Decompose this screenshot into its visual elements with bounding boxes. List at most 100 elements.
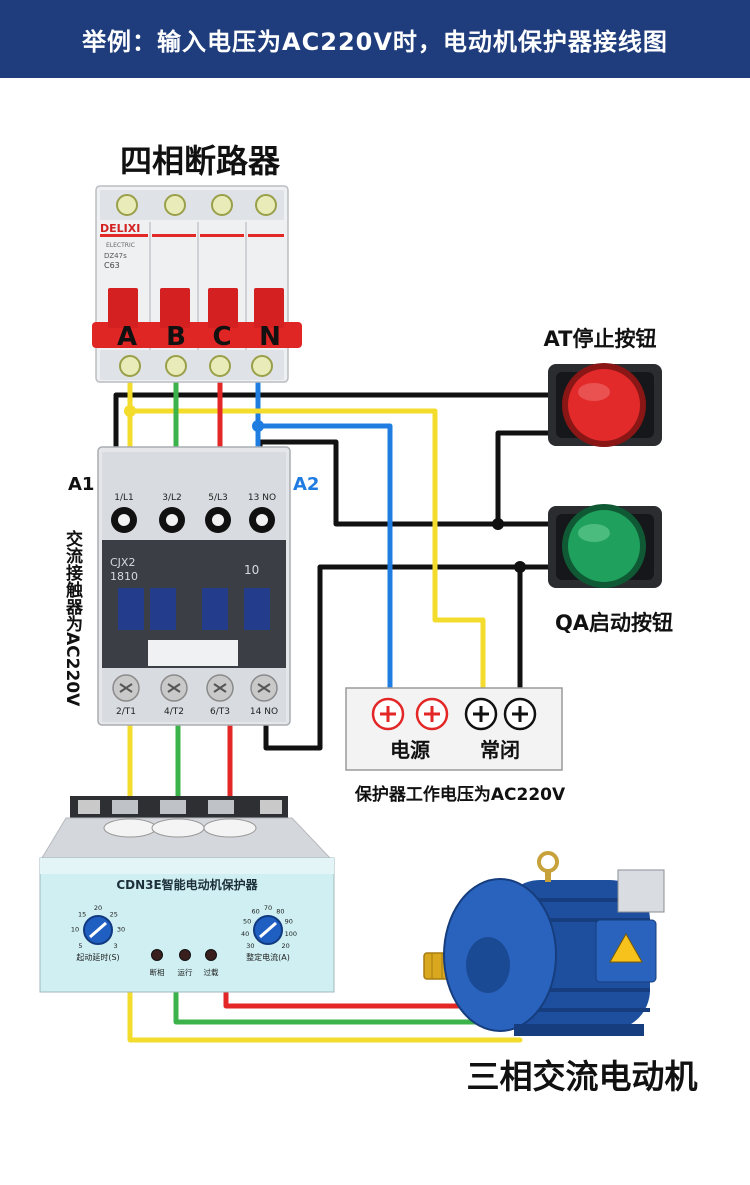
top-terminal-label: 13 NO: [248, 493, 276, 503]
dial-tick-label: 40: [241, 930, 249, 938]
coil-a2-label: A2: [293, 474, 319, 495]
status-led-label: 运行: [178, 967, 193, 977]
terminal-screw-head: [256, 514, 268, 526]
start-delay-label: 起动延时(S): [76, 952, 119, 962]
terminal-screw-head: [166, 514, 178, 526]
breaker-model: DZ47s: [104, 252, 127, 260]
status-led: [205, 949, 217, 961]
protector-title: CDN3E智能电动机保护器: [116, 877, 258, 892]
page-title: 举例：输入电压为AC220V时，电动机保护器接线图: [82, 27, 668, 56]
breaker-title: 四相断路器: [120, 142, 281, 180]
dial-tick-label: 100: [285, 930, 297, 938]
motor-eyebolt: [537, 851, 559, 873]
dial-tick-label: 80: [276, 908, 284, 916]
motor-label: 三相交流电动机: [467, 1057, 698, 1096]
breaker-rating: C63: [104, 261, 120, 270]
power-terminal-label: 电源: [390, 738, 430, 762]
current-setting-label: 整定电流(A): [246, 952, 290, 962]
wire-black-14no-seal: [263, 564, 523, 751]
contactor-vertical-text: 交流接触器为AC220V: [62, 529, 84, 707]
bottom-terminal-label: 4/T2: [164, 707, 184, 717]
junction-dot: [492, 518, 504, 530]
stop-button[interactable]: AT停止按钮: [544, 327, 662, 447]
terminal-screw-head: [118, 514, 130, 526]
three-phase-motor: 三相交流电动机: [423, 851, 698, 1096]
dial-tick-label: 15: [78, 910, 86, 918]
dial-tick-label: 20: [94, 904, 102, 912]
wire-yellow-a-power: [127, 408, 486, 693]
nc-terminal-label: 常闭: [480, 738, 520, 762]
junction-dot: [124, 405, 136, 417]
terminal-screw-head: [212, 514, 224, 526]
dial-tick-label: 50: [243, 917, 251, 925]
status-led-label: 断相: [150, 967, 165, 977]
terminal-screw-slot: [119, 683, 133, 693]
status-led: [179, 949, 191, 961]
phase-label-b: B: [166, 322, 186, 352]
wire-blue-n-power: [255, 423, 393, 693]
wire-red-protector-motor: [223, 987, 523, 1009]
bottom-terminal-label: 14 NO: [250, 707, 278, 717]
dial-tick-label: 90: [285, 917, 293, 925]
terminal-screw-slot: [213, 683, 227, 693]
terminal-screw-slot: [167, 683, 181, 693]
bottom-terminal-label: 2/T1: [116, 707, 136, 717]
status-led: [151, 949, 163, 961]
start-button[interactable]: QA启动按钮: [548, 504, 673, 635]
top-terminal-label: 3/L2: [162, 493, 182, 503]
bottom-terminal-label: 6/T3: [210, 707, 230, 717]
terminal-plus-1: [371, 697, 405, 731]
dial-tick-label: 5: [78, 942, 82, 950]
protector-leds: 断相 运行 过载: [150, 949, 219, 977]
junction-dot: [252, 420, 264, 432]
breaker-brand: DELIXI: [100, 222, 140, 235]
breaker-lever-band: [92, 322, 302, 348]
motor-nameplate: [617, 869, 665, 913]
dial-tick-label: 30: [246, 942, 254, 950]
stop-button-label: AT停止按钮: [544, 327, 657, 351]
top-terminal-label: 1/L1: [114, 493, 134, 503]
start-button-cap: [568, 510, 640, 582]
stop-button-cap: [568, 369, 640, 441]
dial-tick-label: 70: [264, 904, 272, 912]
contactor-model-number: 1810: [110, 570, 138, 583]
motor-feet: [514, 1024, 644, 1036]
junction-dot: [514, 561, 526, 573]
phase-label-c: C: [212, 322, 231, 352]
dial-tick-label: 20: [281, 942, 289, 950]
contactor-bottom-terminals: 2/T1 4/T2 6/T3 14 NO: [112, 674, 278, 717]
dial-tick-label: 25: [110, 910, 118, 918]
phase-label-a: A: [117, 322, 137, 352]
dial-tick-label: 30: [117, 926, 125, 934]
status-led-label: 过载: [204, 967, 219, 977]
header-bar: 举例：输入电压为AC220V时，电动机保护器接线图: [0, 0, 750, 78]
breaker-top-screws: [100, 190, 284, 220]
terminal-plus-2: [415, 697, 449, 731]
terminal-screw-slot: [257, 683, 271, 693]
contactor-model: CJX2: [110, 556, 135, 569]
contactor-top-terminals: 1/L1 3/L2 5/L3 13 NO: [111, 493, 276, 533]
dial-tick-label: 60: [251, 908, 259, 916]
protector-voltage-note: 保护器工作电压为AC220V: [354, 784, 566, 805]
wire-yellow-protector-motor: [127, 987, 523, 1043]
four-pole-breaker: 四相断路器 DELIXI ELECTRIC DZ47s C63: [92, 142, 302, 383]
top-terminal-label: 5/L3: [208, 493, 228, 503]
contactor-vertical-label: 交流接触器为AC220V: [62, 529, 84, 707]
dial-tick-label: 10: [71, 926, 79, 934]
terminal-block-frame: [345, 687, 563, 771]
breaker-brand-sub: ELECTRIC: [106, 242, 135, 249]
protector-terminal-block: 电源 常闭 保护器工作电压为AC220V: [345, 687, 566, 805]
phase-label-n: N: [259, 322, 281, 352]
contactor-aux-code: 10: [244, 563, 259, 577]
terminal-plus-4: [503, 697, 537, 731]
terminal-plus-3: [464, 697, 498, 731]
